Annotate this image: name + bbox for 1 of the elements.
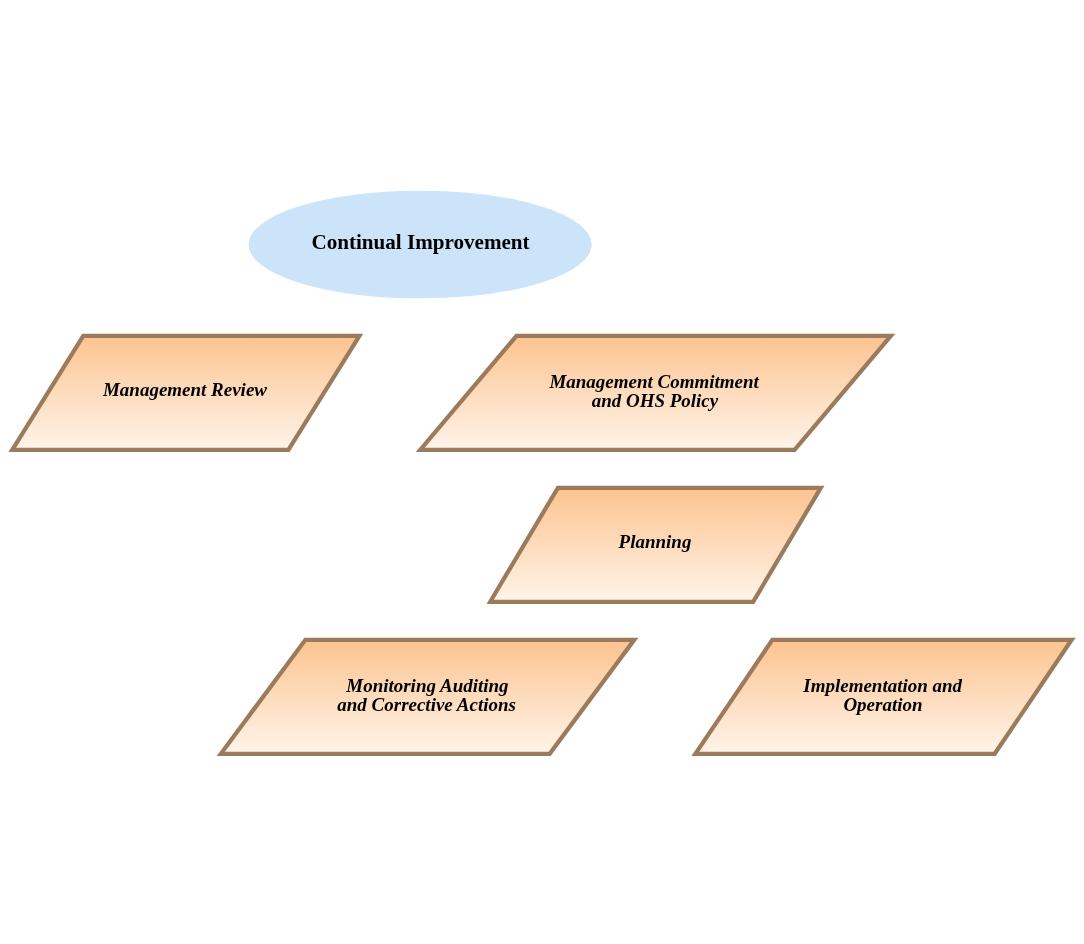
node-ellipse: Continual Improvement (248, 190, 592, 298)
